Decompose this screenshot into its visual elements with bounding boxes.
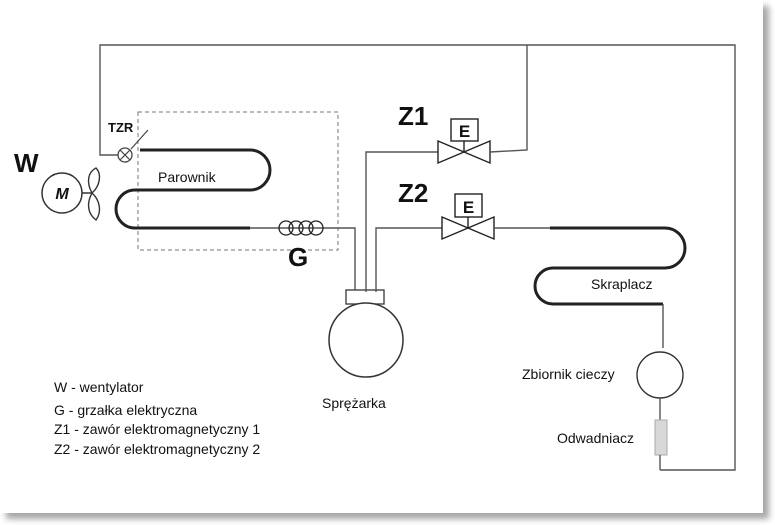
compressor-label: Sprężarka xyxy=(322,395,386,411)
valve-z1-label: Z1 xyxy=(398,101,428,131)
solenoid-valve-z1-icon xyxy=(437,118,491,165)
condenser-label: Skraplacz xyxy=(591,276,652,292)
receiver-icon xyxy=(636,351,684,399)
thermostat-label: TZR xyxy=(108,120,134,135)
discharge-line-z1 xyxy=(365,151,438,292)
valve-z1-coil-label: E xyxy=(459,122,470,141)
motor-label: M xyxy=(55,186,69,203)
legend-item: G - grzałka elektryczna xyxy=(54,402,197,418)
evaporator-enclosure xyxy=(137,111,339,251)
legend-item: Z2 - zawór elektromagnetyczny 2 xyxy=(54,441,260,457)
suction-line xyxy=(250,227,356,292)
condenser-coil xyxy=(533,226,687,306)
heater-label: G xyxy=(288,242,308,272)
drier-label: Odwadniacz xyxy=(557,430,634,446)
fan-label: W xyxy=(14,148,39,178)
discharge-line-z2 xyxy=(375,227,442,292)
legend-item: Z1 - zawór elektromagnetyczny 1 xyxy=(54,421,260,437)
legend: W - wentylator G - grzałka elektryczna Z… xyxy=(54,379,260,457)
evaporator-coil xyxy=(114,148,272,230)
receiver-label: Zbiornik cieczy xyxy=(522,366,615,382)
diagram-frame: TZR W M Parownik G Sprężarka Z1 E Z2 xyxy=(14,44,736,471)
heater-coil-icon xyxy=(278,220,324,236)
valve-z1-outlet xyxy=(489,45,528,153)
legend-item: W - wentylator xyxy=(54,379,144,395)
thermostat-tzr xyxy=(117,129,149,163)
evaporator-label: Parownik xyxy=(158,169,217,185)
fan-icon xyxy=(41,167,101,221)
control-wire-loop xyxy=(99,44,736,471)
valve-z2-label: Z2 xyxy=(398,178,428,208)
compressor-icon xyxy=(328,289,404,378)
valve-z2-coil-label: E xyxy=(463,198,474,217)
drier-icon xyxy=(654,419,668,456)
